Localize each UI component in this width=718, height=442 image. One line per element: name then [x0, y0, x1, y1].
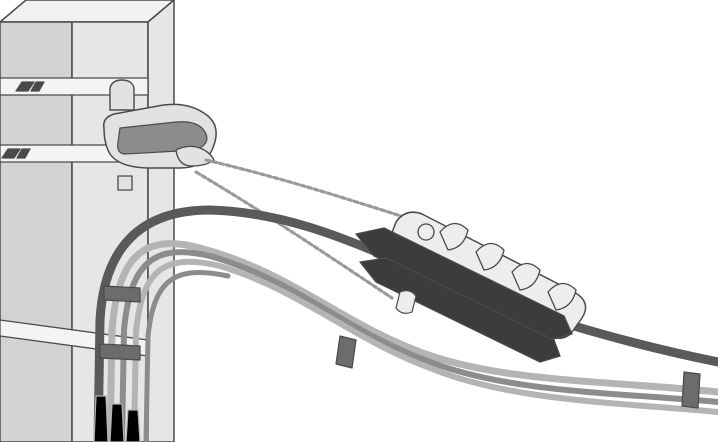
cable-bundle — [106, 240, 718, 442]
pole-top-face — [0, 0, 175, 23]
clamp-ribs — [439, 222, 577, 311]
pole-bracket — [102, 79, 217, 191]
cable-ends — [93, 395, 141, 442]
messenger-wires — [194, 158, 422, 300]
cable-ties — [99, 285, 701, 409]
clamp-wedge — [355, 227, 573, 341]
anchor-clamp — [355, 211, 587, 363]
